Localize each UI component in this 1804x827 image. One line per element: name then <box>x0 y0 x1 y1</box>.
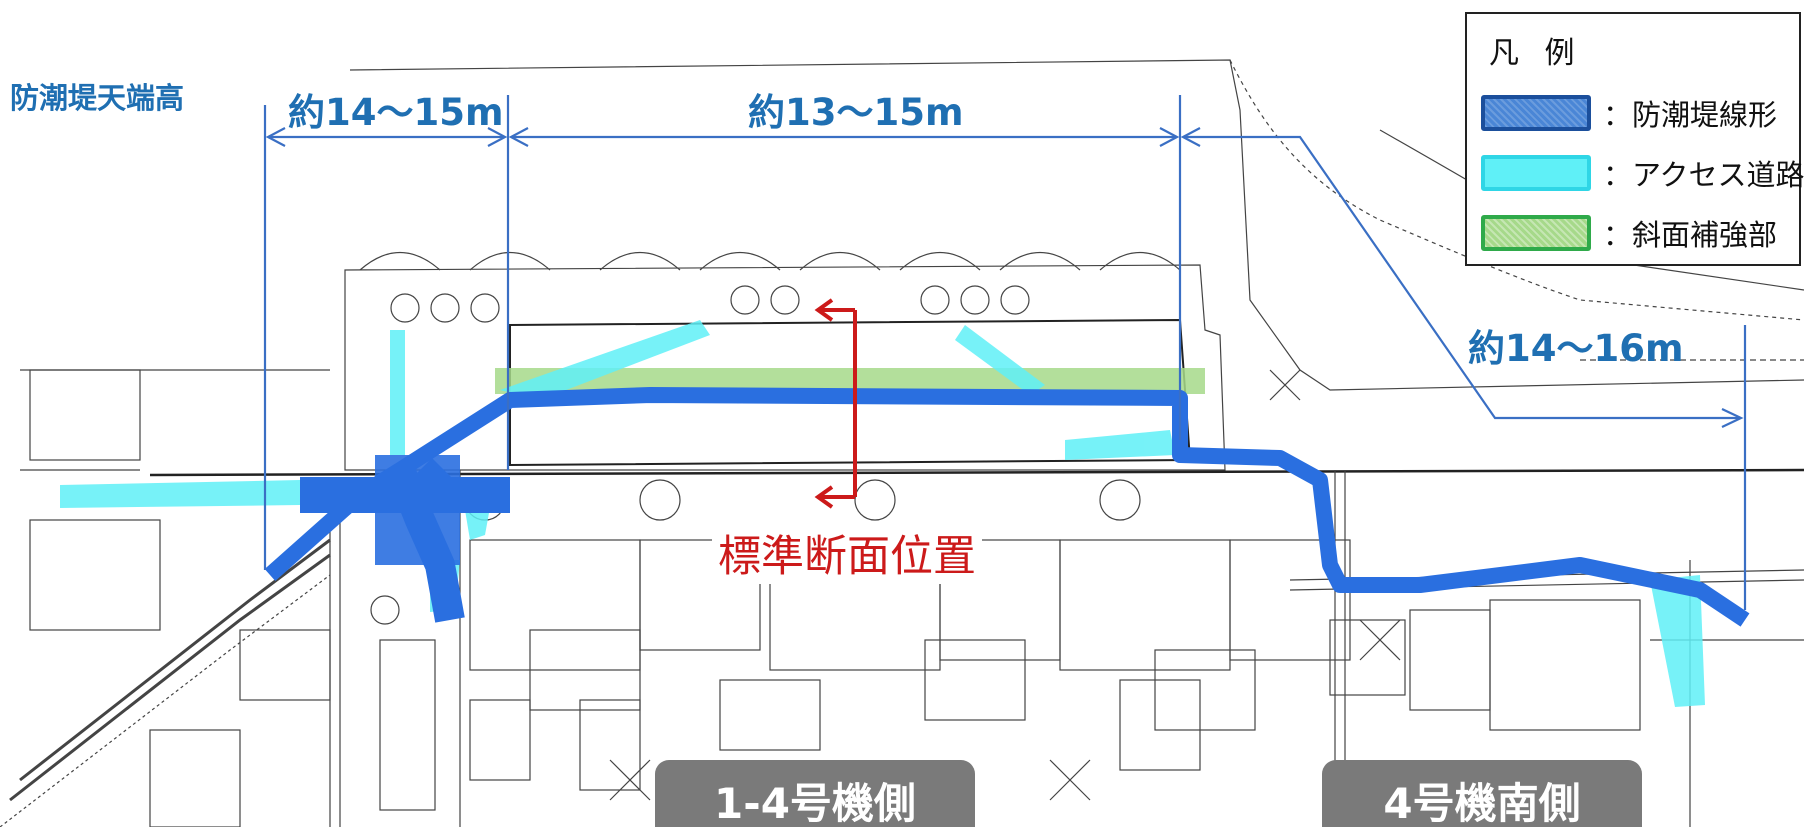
standard-section-label: 標準断面位置 <box>712 522 982 584</box>
dimension-label-central: 約13～15m <box>748 91 964 134</box>
legend-label-seawall: ：防潮堤線形 <box>1603 98 1778 132</box>
base-plan-linework <box>0 59 1804 827</box>
legend-item-access-road: ：アクセス道路 <box>1481 152 1804 194</box>
crest-height-dimension-lines <box>263 95 1747 610</box>
legend-title: 凡 例 <box>1489 36 1583 71</box>
crest-height-title: 防潮堤天端高 <box>10 81 185 115</box>
dimension-label-west: 約14～15m <box>288 91 504 134</box>
slope-swatch <box>1481 215 1591 251</box>
legend-item-seawall: ：防潮堤線形 <box>1481 92 1777 134</box>
seawall-swatch <box>1481 95 1591 131</box>
access-road-areas <box>60 320 1705 707</box>
standard-section-marker <box>814 298 857 509</box>
access-road-swatch <box>1481 155 1591 191</box>
seawall-alignment <box>264 387 1750 627</box>
seawall-junction-block <box>375 455 460 565</box>
area-tab-units-1-4: 1-4号機側 <box>655 760 975 827</box>
legend-label-slope: ：斜面補強部 <box>1603 218 1778 252</box>
legend-item-slope: ：斜面補強部 <box>1481 212 1777 254</box>
legend-label-access-road: ：アクセス道路 <box>1603 158 1804 192</box>
legend-box: 凡 例 ：防潮堤線形 ：アクセス道路 ：斜面補強部 <box>1465 12 1804 266</box>
dimension-label-south: 約14～16m <box>1468 327 1684 370</box>
area-tab-unit-4-south: 4号機南側 <box>1322 760 1642 827</box>
